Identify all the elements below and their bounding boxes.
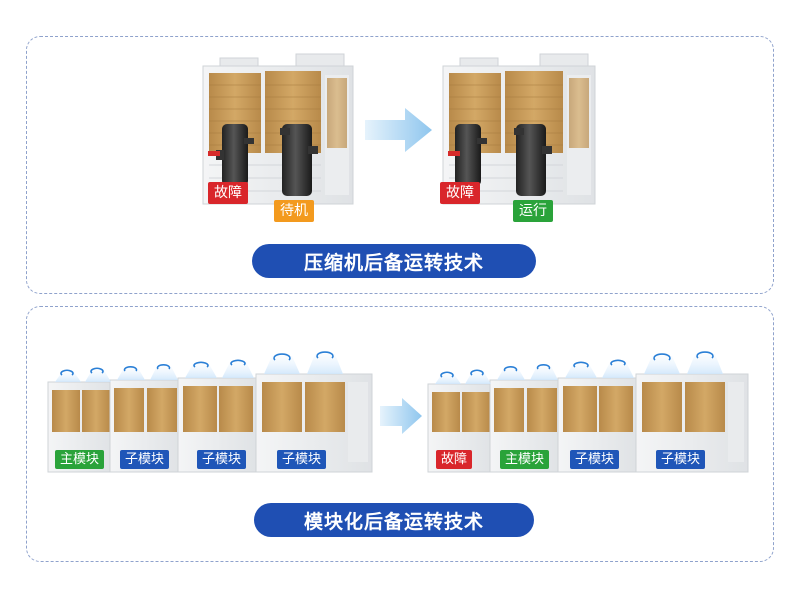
- compressor-backup-panel: [26, 36, 774, 294]
- module-badge-master: 主模块: [55, 450, 105, 469]
- fan-airflow-icon: [55, 354, 343, 382]
- status-badge-fault: 故障: [440, 182, 480, 204]
- right-arrow-icon: [365, 108, 432, 152]
- status-badge-fault: 故障: [208, 182, 248, 204]
- fan-airflow-icon: [435, 354, 723, 384]
- unit-before: [202, 53, 354, 205]
- module-badge-slave: 子模块: [656, 450, 706, 469]
- module-badge-slave: 子模块: [277, 450, 327, 469]
- compressor-icon: [280, 124, 318, 196]
- module-badge-slave: 子模块: [570, 450, 620, 469]
- status-badge-run: 运行: [513, 200, 553, 222]
- module-backup-panel: [26, 306, 774, 562]
- right-arrow-icon: [380, 398, 422, 434]
- module-badge-slave: 子模块: [197, 450, 247, 469]
- status-badge-standby: 待机: [274, 200, 314, 222]
- module-badge-slave: 子模块: [120, 450, 170, 469]
- module-badge-master: 主模块: [500, 450, 550, 469]
- module-badge-fault: 故障: [436, 450, 473, 469]
- tcl-logo-icon: [208, 151, 220, 156]
- compressor-backup-title: 压缩机后备运转技术: [252, 244, 536, 278]
- module-backup-title: 模块化后备运转技术: [254, 503, 534, 537]
- unit-after: [442, 53, 596, 205]
- tcl-logo-icon: [448, 151, 460, 156]
- compressor-icon: [514, 124, 552, 196]
- compressor-icon: [455, 124, 487, 186]
